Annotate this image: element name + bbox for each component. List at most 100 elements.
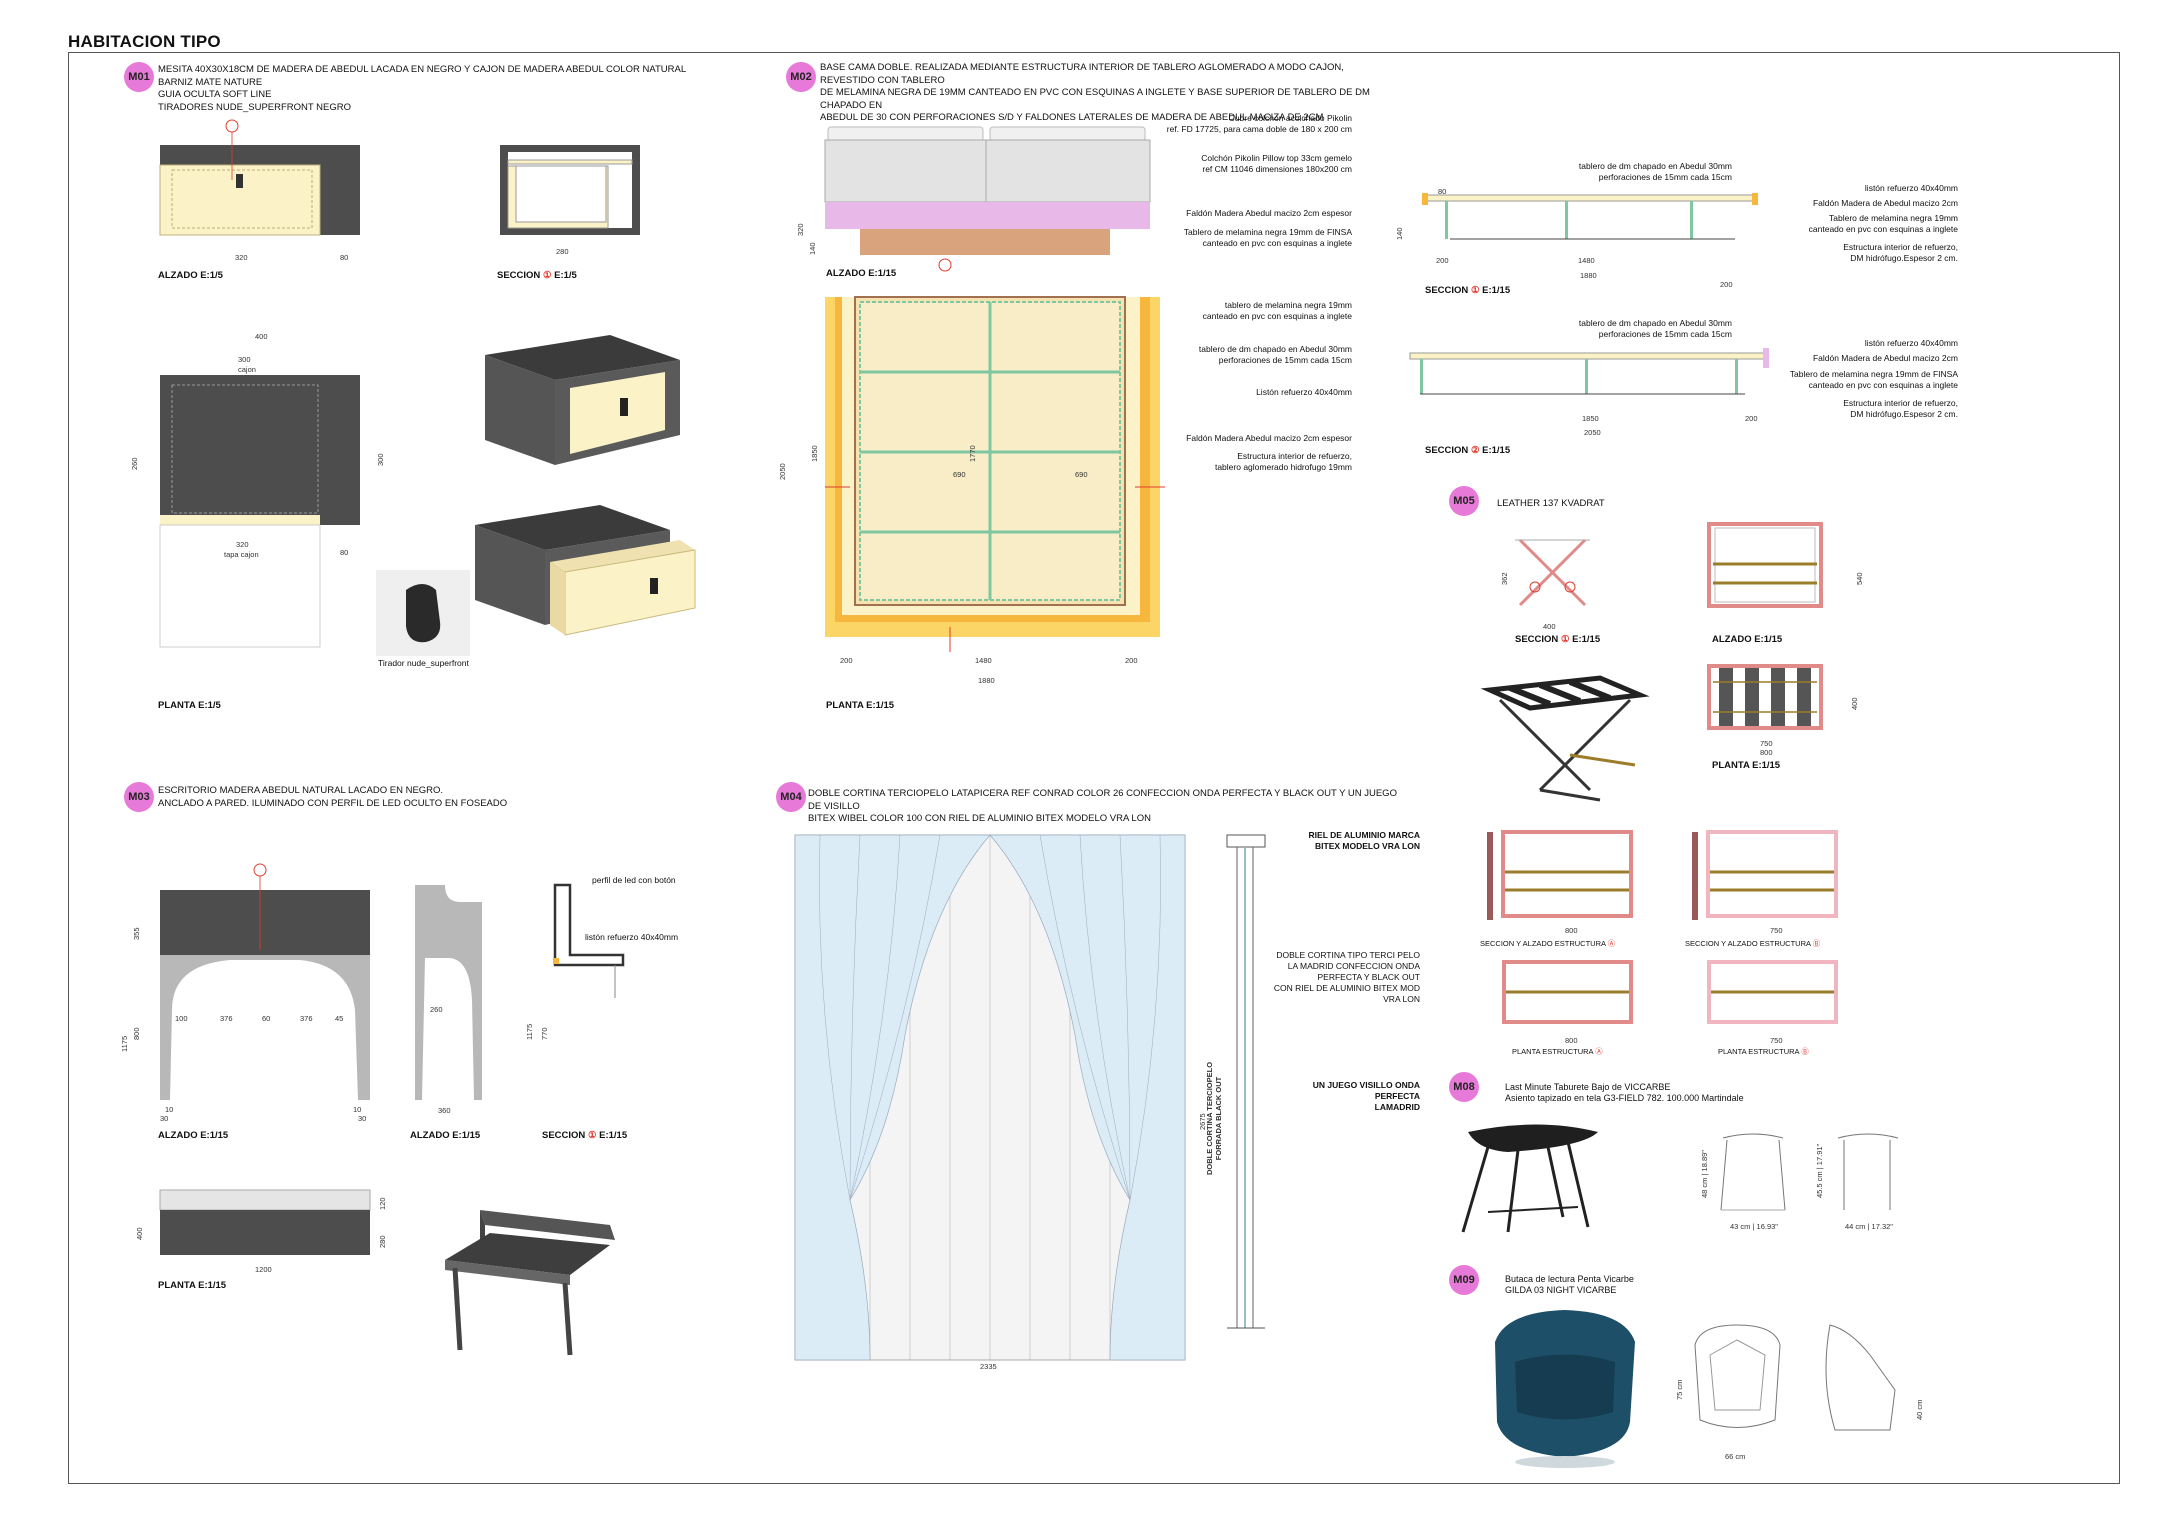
handle-photo (376, 570, 470, 656)
dim: 400 (1850, 697, 1859, 710)
dim: 1880 (1580, 271, 1597, 280)
m02-note-planta: tablero de melamina negra 19mm canteado … (1202, 300, 1352, 321)
badge-m02: M02 (786, 62, 816, 92)
dim: 280 (378, 1235, 387, 1248)
dim: 1200 (255, 1265, 272, 1274)
dim: 300 (376, 453, 385, 466)
m05-structure-b (1692, 830, 1838, 920)
dim: 30 (160, 1114, 169, 1123)
m05-caption-alzado: ALZADO E:1/15 (1712, 634, 1783, 645)
section2-note-right: Estructura interior de refuerzo, DM hidr… (1843, 398, 1958, 419)
dim: 140 (808, 242, 817, 255)
m03-caption-seccion: SECCION ① E:1/15 (542, 1130, 628, 1141)
dim: 690 (1075, 470, 1088, 479)
m05-caption-pe-a: PLANTA ESTRUCTURA Ⓐ (1512, 1047, 1603, 1056)
badge-m01: M01 (124, 62, 154, 92)
dim: 770 (540, 1027, 549, 1040)
m05-planta-drawing (1707, 664, 1823, 730)
badge-m09: M09 (1449, 1265, 1479, 1295)
dim: 355 (132, 927, 141, 940)
dim: 1880 (978, 676, 995, 685)
section2-note-right: listón refuerzo 40x40mm (1864, 338, 1958, 348)
dim: 800 (1565, 1036, 1578, 1045)
dim: 400 (255, 332, 268, 341)
sheet-title: HABITACION TIPO (68, 32, 221, 51)
badge-m08: M08 (1449, 1072, 1479, 1102)
m01-alzado-drawing (159, 119, 360, 236)
section-note-right: listón refuerzo 40x40mm (1864, 183, 1958, 193)
dim: 1175 (525, 1023, 534, 1040)
m02-note-alzado: Colchón Pikolin Pillow top 33cm gemelo r… (1201, 153, 1352, 174)
m01-caption-alzado: ALZADO E:1/5 (158, 270, 223, 281)
m01-description: MESITA 40x30x18cm DE MADERA DE ABEDUL LA… (158, 64, 686, 113)
m02-note-planta: Estructura interior de refuerzo, tablero… (1214, 451, 1352, 472)
m05-3d-rack (1480, 675, 1650, 802)
section2-note-right: Tablero de melamina negra 19mm de FINSA … (1789, 369, 1958, 390)
m01-caption-seccion: SECCION ① E:1/5 (497, 270, 577, 281)
dim: 1480 (1578, 256, 1595, 265)
m04-note: RIEL DE ALUMINIO MARCA BITEX MODELO VRA … (1308, 830, 1420, 851)
dim: 300 (238, 355, 251, 364)
dim: 2335 (980, 1362, 997, 1371)
dim: 376 (300, 1014, 313, 1023)
dim: 80 (340, 253, 349, 262)
m09-armchair-side-drawing (1825, 1324, 1896, 1431)
m09-armchair-photo (1495, 1310, 1635, 1468)
m03-alzado1-drawing (160, 863, 370, 1100)
m05-planta-estructura-b (1707, 960, 1838, 1024)
dim: 120 (378, 1197, 387, 1210)
m08-description: Last Minute Taburete Bajo de VICCARBE As… (1505, 1082, 1744, 1103)
m01-caption-planta: PLANTA E:1/5 (158, 700, 221, 711)
dim: 100 (175, 1014, 188, 1023)
section-note-right: Tablero de melamina negra 19mm canteado … (1808, 213, 1958, 234)
m03-planta-drawing (159, 1189, 371, 1255)
dim: 690 (953, 470, 966, 479)
m08-stool-front-drawing (1720, 1133, 1786, 1211)
dim: 750 (1770, 926, 1783, 935)
dim: 540 (1855, 572, 1864, 585)
m03-caption-planta: PLANTA E:1/15 (158, 1280, 227, 1291)
m03-note-led: perfil de led con botón (592, 875, 676, 885)
dim: 280 (556, 247, 569, 256)
dim: 200 (1745, 414, 1758, 423)
m03-caption-alzado2: ALZADO E:1/15 (410, 1130, 481, 1141)
m04-description: DOBLE CORTINA TERCIOPELO LATAPICERA REF … (808, 788, 1397, 824)
m08-stool-photo (1461, 1124, 1598, 1233)
m04-note: DOBLE CORTINA TIPO TERCI PELO LA MADRID … (1273, 950, 1420, 1004)
m09-description: Butaca de lectura Penta Vicarbe GILDA 03… (1505, 1274, 1634, 1295)
dim: 10 (353, 1105, 362, 1114)
m03-seccion-drawing (553, 883, 625, 998)
m02-note-alzado: Faldón Madera Abedul macizo 2cm espesor (1186, 208, 1352, 218)
dim: 80 (1438, 187, 1447, 196)
dim: 10 (165, 1105, 174, 1114)
m03-caption-alzado1: ALZADO E:1/15 (158, 1130, 229, 1141)
dim: 320 (236, 540, 249, 549)
m05-seccion-drawing (1515, 538, 1590, 607)
m02-note-alzado: Cubre colchón acolchado Pikolin ref. FD … (1166, 113, 1352, 134)
section-note-right: Estructura interior de refuerzo, DM hidr… (1843, 242, 1958, 263)
m01-3d-closed (485, 335, 680, 465)
section2-drawing (1409, 348, 1769, 395)
m03-alzado2-drawing (415, 885, 482, 1100)
dim: 200 (1720, 280, 1733, 289)
dim: tapa cajon (224, 550, 259, 559)
dim: 1770 (968, 445, 977, 462)
badge-m05: M05 (1449, 486, 1479, 516)
m02-caption-alzado: ALZADO E:1/15 (826, 268, 897, 279)
m05-description: LEATHER 137 KVADRAT (1497, 498, 1605, 509)
dim: 200 (840, 656, 853, 665)
m04-note: UN JUEGO VISILLO ONDA PERFECTA LAMADRID (1312, 1080, 1420, 1112)
dim: 1175 (120, 1035, 129, 1052)
badge-m03: M03 (124, 782, 154, 812)
dim: 260 (130, 457, 139, 470)
dim: 60 (262, 1014, 271, 1023)
m01-seccion-drawing (500, 145, 640, 235)
dim: 320 (796, 223, 805, 236)
m05-caption-sa-b: SECCION Y ALZADO ESTRUCTURA Ⓑ (1685, 939, 1821, 948)
dim: 43 cm | 16.93" (1730, 1222, 1778, 1231)
dim: 750 (1760, 739, 1773, 748)
dim: 140 (1395, 227, 1404, 240)
section1-caption: SECCION ① E:1/15 (1425, 285, 1511, 296)
dim: 750 (1770, 1036, 1783, 1045)
m04-side-label: DOBLE CORTINA TERCIOPELO FORRADA BLACK O… (1205, 1061, 1223, 1175)
